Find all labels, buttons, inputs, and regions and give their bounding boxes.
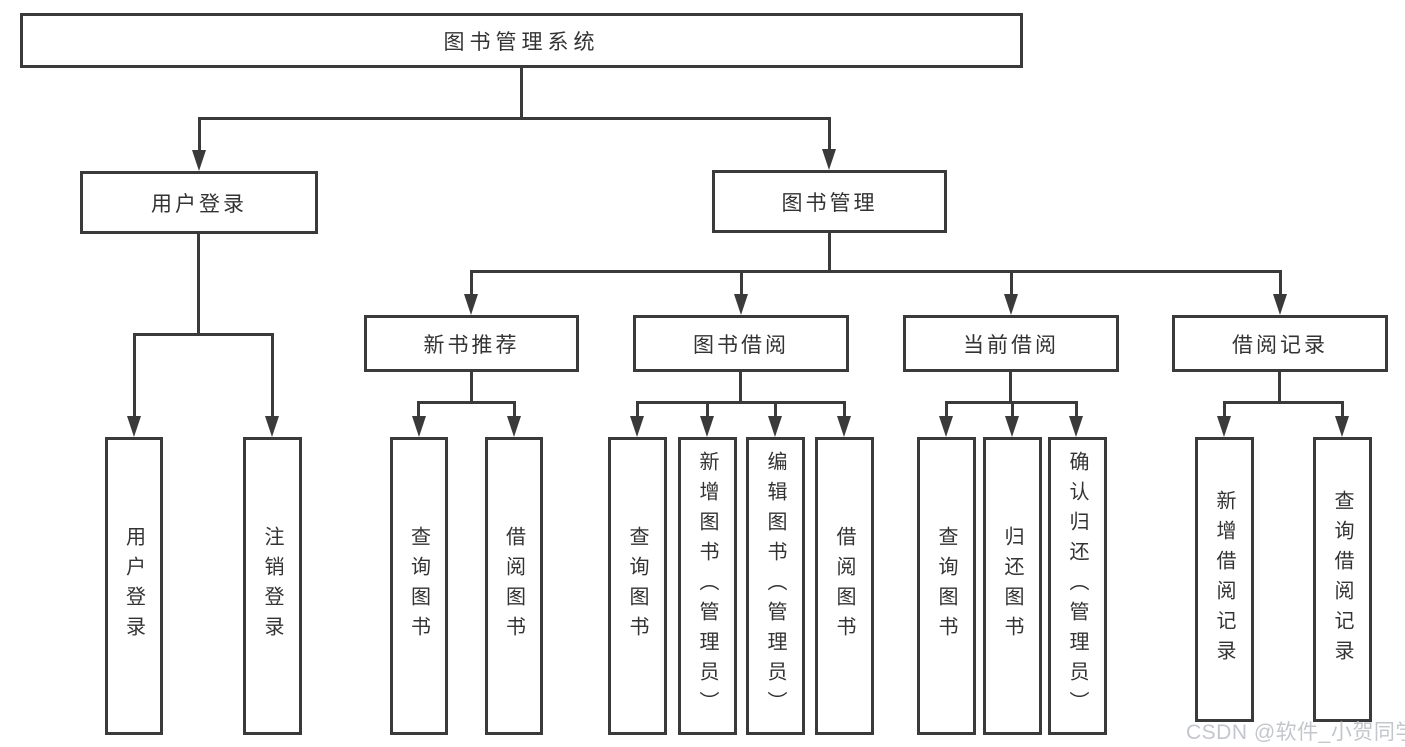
arrow-down-icon — [822, 149, 836, 170]
leaf-query-books: 查询图书 — [917, 437, 976, 735]
leaf-confirm-return-admin: 确认归还（管理员） — [1048, 437, 1107, 735]
leaf-logout: 注销登录 — [243, 437, 302, 735]
connector-drop — [513, 401, 516, 417]
arrow-down-icon — [1335, 416, 1349, 437]
connector-drop — [945, 401, 948, 417]
connector-user-login-stem — [197, 234, 200, 335]
node-book-management: 图书管理 — [712, 170, 947, 233]
leaf-query-borrow-record: 查询借阅记录 — [1313, 437, 1372, 722]
leaf-add-books-admin: 新增图书（管理员） — [678, 437, 737, 735]
connector-drop — [198, 117, 201, 153]
node-library-management-system: 图书管理系统 — [20, 13, 1023, 68]
connector-drop — [1279, 270, 1282, 296]
node-user-login: 用户登录 — [80, 171, 318, 234]
arrow-down-icon — [768, 416, 782, 437]
arrow-down-icon — [507, 416, 521, 437]
leaf-edit-books-admin: 编辑图书（管理员） — [746, 437, 805, 735]
arrow-down-icon — [464, 294, 478, 315]
arrow-down-icon — [630, 416, 644, 437]
connector-stem — [1278, 372, 1281, 404]
connector-user-login-bar — [133, 333, 274, 336]
connector-drop — [636, 401, 639, 417]
connector-drop — [828, 117, 831, 152]
node-book-borrowing: 图书借阅 — [633, 315, 849, 372]
node-new-book-recommend: 新书推荐 — [364, 315, 579, 372]
leaf-add-borrow-record: 新增借阅记录 — [1195, 437, 1254, 722]
connector-stem — [739, 372, 742, 404]
arrow-down-icon — [127, 416, 141, 437]
arrow-down-icon — [939, 416, 953, 437]
connector-drop — [1223, 401, 1226, 417]
leaf-query-books: 查询图书 — [608, 437, 667, 735]
connector-bar — [1223, 401, 1344, 404]
arrow-down-icon — [1273, 294, 1287, 315]
connector-drop — [417, 401, 420, 417]
leaf-borrow-books: 借阅图书 — [815, 437, 874, 735]
connector-book-mgmt-stem — [828, 233, 831, 273]
connector-root-bar — [198, 117, 831, 120]
connector-drop — [1075, 401, 1078, 417]
connector-drop — [1341, 401, 1344, 417]
node-borrowing-records: 借阅记录 — [1172, 315, 1388, 372]
leaf-borrow-books: 借阅图书 — [485, 437, 543, 735]
leaf-user-login: 用户登录 — [105, 437, 163, 735]
arrow-down-icon — [1217, 416, 1231, 437]
arrow-down-icon — [192, 150, 206, 171]
connector-stem — [1009, 372, 1012, 404]
connector-drop — [843, 401, 846, 417]
connector-drop — [774, 401, 777, 417]
connector-bar — [417, 401, 516, 404]
arrow-down-icon — [1004, 294, 1018, 315]
node-current-borrowing: 当前借阅 — [903, 315, 1119, 372]
arrow-down-icon — [265, 416, 279, 437]
leaf-return-books: 归还图书 — [983, 437, 1042, 735]
connector-drop — [133, 333, 136, 417]
arrow-down-icon — [700, 416, 714, 437]
arrow-down-icon — [412, 416, 426, 437]
leaf-query-books: 查询图书 — [390, 437, 448, 735]
connector-drop — [271, 333, 274, 417]
connector-drop — [706, 401, 709, 417]
arrow-down-icon — [837, 416, 851, 437]
connector-drop — [470, 270, 473, 296]
connector-stem — [470, 372, 473, 404]
arrow-down-icon — [1069, 416, 1083, 437]
arrow-down-icon — [1005, 416, 1019, 437]
connector-drop — [740, 270, 743, 296]
connector-drop — [1011, 401, 1014, 417]
connector-drop — [1010, 270, 1013, 296]
connector-book-mgmt-bar — [470, 270, 1282, 273]
connector-root-stem — [520, 68, 523, 120]
csdn-watermark: CSDN @软件_小贺同学 — [1186, 721, 1405, 744]
connector-bar — [636, 401, 846, 404]
arrow-down-icon — [734, 294, 748, 315]
